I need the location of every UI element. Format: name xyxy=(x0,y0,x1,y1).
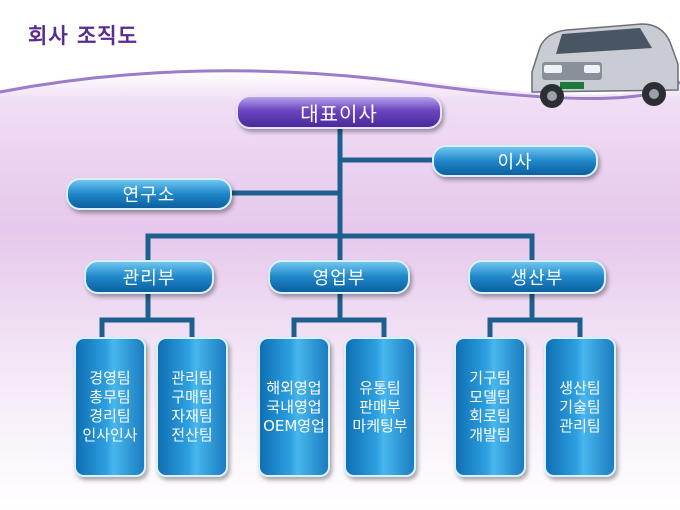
team-box: 관리팀 구매팀 자재팀 전산팀 xyxy=(156,337,228,477)
team-label: 마케팅부 xyxy=(352,416,408,435)
team-label: 구매팀 xyxy=(171,388,213,406)
team-label: 전산팀 xyxy=(171,426,213,444)
team-label: 회로팀 xyxy=(469,407,511,425)
background-swoosh xyxy=(0,60,680,101)
team-label: 생산팀 xyxy=(559,378,601,397)
team-label: 기술팀 xyxy=(559,397,601,416)
ceo-label: 대표이사 xyxy=(300,101,378,126)
department-node: 영업부 xyxy=(268,260,410,294)
department-label: 생산부 xyxy=(510,268,564,289)
team-label: 판매부 xyxy=(359,397,401,416)
team-box: 유통팀 판매부 마케팅부 xyxy=(344,337,416,477)
team-box: 생산팀 기술팀 관리팀 xyxy=(544,337,616,477)
team-label: 개발팀 xyxy=(469,426,511,444)
team-label: 기구팀 xyxy=(469,369,511,387)
department-label: 관리부 xyxy=(122,268,176,289)
team-label: 유통팀 xyxy=(359,378,401,397)
director-label: 이사 xyxy=(497,152,533,173)
research-node: 연구소 xyxy=(66,178,232,210)
team-label: 자재팀 xyxy=(171,407,213,425)
department-node: 생산부 xyxy=(468,260,606,294)
department-node: 관리부 xyxy=(84,260,214,294)
ceo-node: 대표이사 xyxy=(236,95,442,129)
page-title: 회사 조직도 xyxy=(28,24,138,48)
team-label: 해외영업 xyxy=(266,378,322,397)
team-label: 총무팀 xyxy=(89,388,131,406)
team-box: 기구팀 모델팀 회로팀 개발팀 xyxy=(454,337,526,477)
team-label: 경영팀 xyxy=(89,369,131,387)
team-label: 모델팀 xyxy=(469,388,511,406)
car-image xyxy=(531,23,679,108)
director-node: 이사 xyxy=(432,145,598,177)
team-label: 경리팀 xyxy=(89,407,131,425)
department-label: 영업부 xyxy=(312,268,366,289)
team-label: OEM영업 xyxy=(263,416,325,435)
team-label: 국내영업 xyxy=(266,397,322,416)
team-label: 관리팀 xyxy=(559,416,601,435)
team-box: 경영팀 총무팀 경리팀 인사인사 xyxy=(74,337,146,477)
team-label: 관리팀 xyxy=(171,369,213,387)
team-box: 해외영업 국내영업 OEM영업 xyxy=(258,337,330,477)
team-label: 인사인사 xyxy=(82,426,138,444)
research-label: 연구소 xyxy=(122,185,176,206)
